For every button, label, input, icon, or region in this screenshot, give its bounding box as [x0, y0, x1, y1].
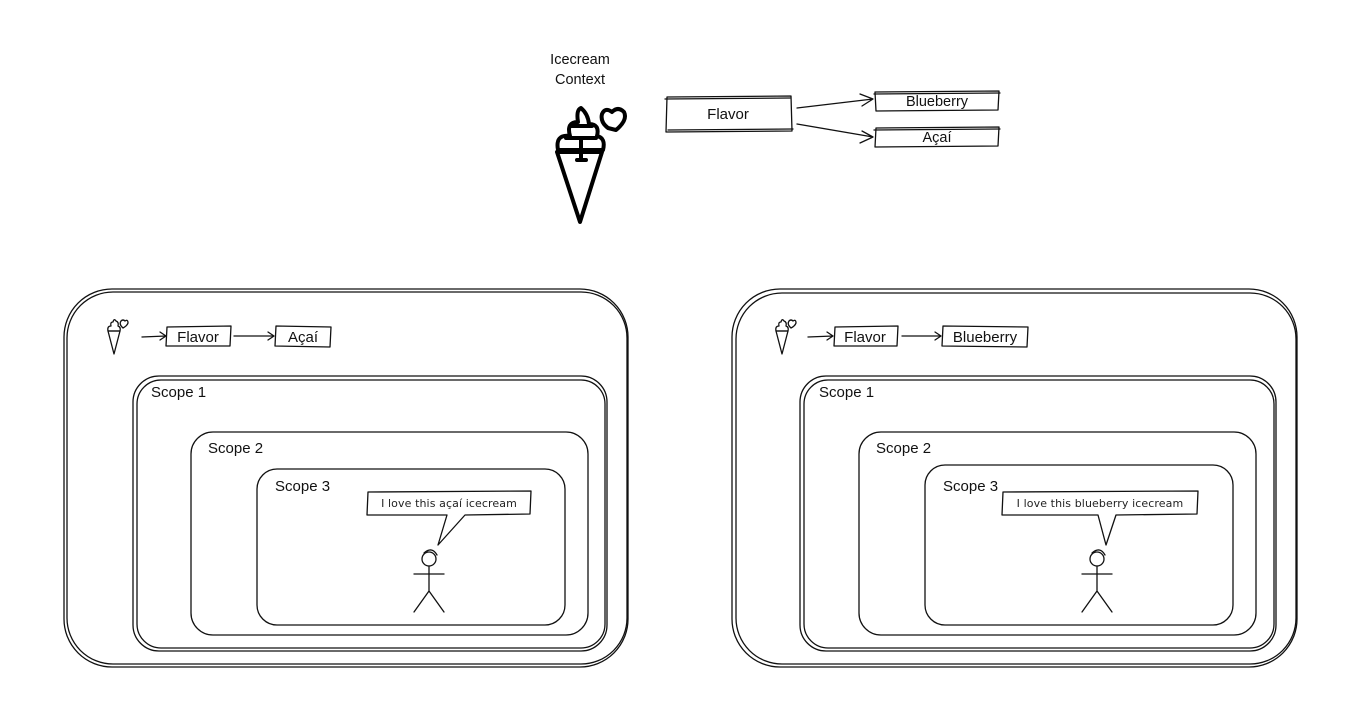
speech-bubble-icon — [366, 490, 532, 546]
speech-bubble-icon — [1001, 490, 1199, 546]
panel-right-flavor-label: Flavor — [844, 329, 886, 346]
context-flavor-label: Flavor — [707, 106, 749, 123]
panel-right-value-box — [941, 325, 1029, 348]
icecream-icon — [107, 319, 129, 355]
scope-3-label: Scope 3 — [275, 478, 330, 495]
panel-right-flavor-box — [833, 325, 899, 347]
panel-left-value-box — [274, 325, 332, 348]
option-box-acai — [873, 126, 1001, 148]
icecream-icon — [775, 319, 797, 355]
stick-figure-icon — [413, 549, 445, 613]
scope-1-label: Scope 1 — [151, 384, 206, 401]
option-blueberry-label: Blueberry — [906, 94, 969, 110]
arrow-icon — [796, 93, 874, 144]
panel-right — [731, 288, 1298, 668]
option-acai-label: Açaí — [922, 130, 951, 146]
panel-left-speech-text: I love this açaí icecream — [381, 497, 517, 510]
icecream-icon — [555, 106, 627, 224]
scope-3-box — [924, 464, 1234, 626]
context-title-line1: Icecream — [550, 52, 610, 68]
scope-2-box — [190, 431, 589, 636]
context-flavor-box — [664, 95, 794, 133]
scope-3-box — [256, 468, 566, 626]
scope-2-label: Scope 2 — [876, 440, 931, 457]
scope-1-label: Scope 1 — [819, 384, 874, 401]
panel-left — [63, 288, 629, 668]
scope-2-label: Scope 2 — [208, 440, 263, 457]
panel-left-value-label: Açaí — [288, 329, 319, 346]
scope-1-box — [132, 375, 608, 652]
option-box-blueberry — [873, 90, 1001, 112]
scope-1-box — [799, 375, 1277, 652]
panel-right-value-label: Blueberry — [953, 329, 1018, 346]
panel-right-speech-text: I love this blueberry icecream — [1017, 497, 1184, 510]
context-title-line2: Context — [555, 72, 605, 88]
panel-left-flavor-label: Flavor — [177, 329, 219, 346]
scope-3-label: Scope 3 — [943, 478, 998, 495]
stick-figure-icon — [1081, 549, 1113, 613]
panel-left-flavor-box — [165, 325, 232, 347]
scope-2-box — [858, 431, 1257, 636]
arrow-icon — [807, 331, 942, 341]
